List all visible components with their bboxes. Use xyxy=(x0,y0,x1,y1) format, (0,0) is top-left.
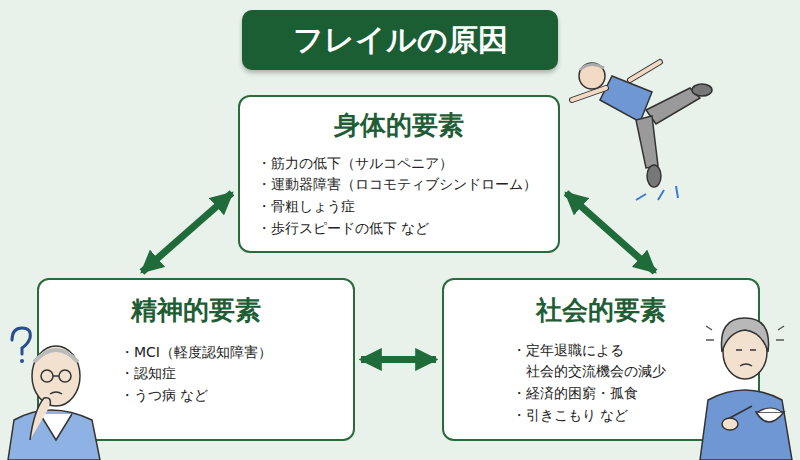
factor-item: ・うつ病 など xyxy=(120,385,359,407)
title-banner: フレイルの原因 xyxy=(242,10,558,70)
eating-woman xyxy=(700,318,792,460)
factor-item: ・MCI（軽度認知障害） xyxy=(120,342,359,364)
factor-item: ・引きこもり など xyxy=(512,405,716,427)
factor-item: ・骨粗しょう症 xyxy=(257,196,569,218)
double-arrow xyxy=(566,193,655,272)
double-arrow xyxy=(142,193,232,272)
factor-item: ・運動器障害（ロコモティブシンドローム） xyxy=(257,174,569,196)
thinking-man xyxy=(8,328,100,460)
factor-item: ・筋力の低下（サルコペニア） xyxy=(257,153,569,175)
factor-heading: 社会的要素 xyxy=(444,294,758,328)
factor-heading: 精神的要素 xyxy=(39,294,353,328)
factor-box: 社会的要素・定年退職による 社会的交流機会の減少・経済的困窮・孤食・引きこもり … xyxy=(442,278,760,441)
factor-item: ・経済的困窮・孤食 xyxy=(512,383,716,405)
falling-man xyxy=(572,62,712,200)
factor-item: ・歩行スピードの低下 など xyxy=(257,218,569,240)
title-text: フレイルの原因 xyxy=(293,22,508,58)
double-arrow xyxy=(361,356,436,363)
factor-item: ・認知症 xyxy=(120,363,359,385)
factor-box: 身体的要素・筋力の低下（サルコペニア）・運動器障害（ロコモティブシンドローム）・… xyxy=(238,95,560,253)
factor-heading: 身体的要素 xyxy=(240,109,558,143)
factor-item: ・定年退職による 社会的交流機会の減少 xyxy=(512,340,716,383)
